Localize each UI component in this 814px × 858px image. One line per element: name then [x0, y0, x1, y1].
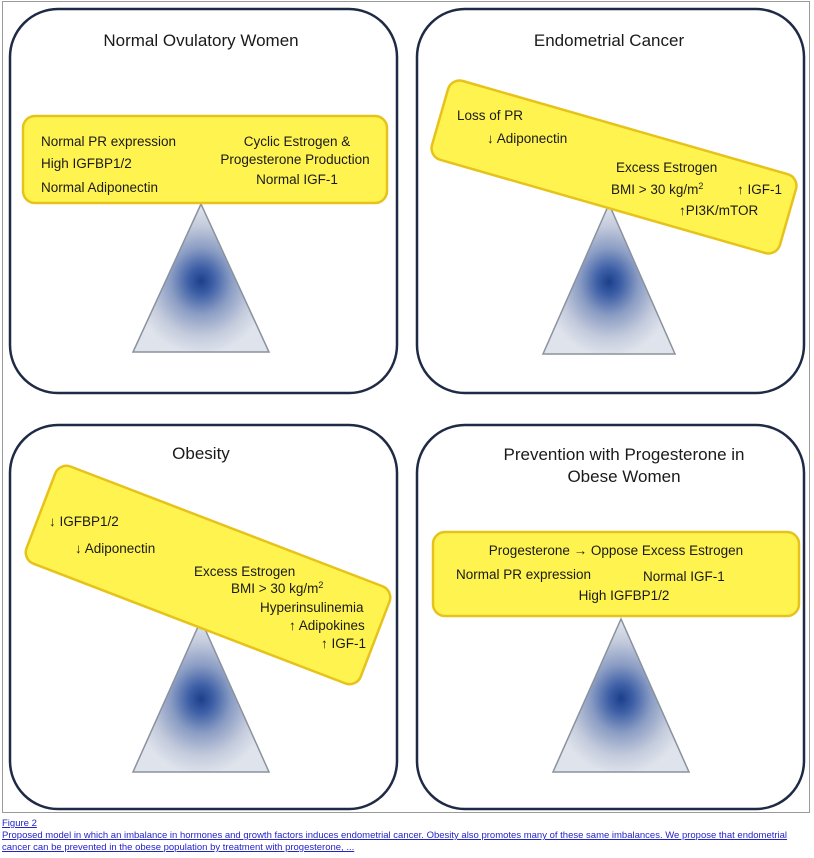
panel-obesity: Obesity ↓ IGFBP1/2 ↓ Adiponectin Excess …	[8, 423, 399, 811]
panel-title: Obesity	[172, 444, 230, 463]
tilted-balance-beam	[430, 79, 798, 255]
balance-beam	[21, 114, 389, 205]
beam-line-excess-estrogen: Excess Estrogen	[194, 564, 295, 579]
panel-title-line-2: Obese Women	[567, 467, 680, 486]
bmi-text: BMI > 30 kg/m	[611, 182, 698, 197]
beam-line-normal-pr: Normal PR expression	[456, 567, 591, 582]
beam-right-line-2: Progesterone Production	[220, 152, 369, 167]
fulcrum-triangle	[131, 202, 271, 353]
balance-beam	[431, 530, 801, 618]
panel-normal-ovulatory: Normal Ovulatory Women Normal PR express…	[8, 7, 399, 395]
beam-line-adiponectin: ↓ Adiponectin	[75, 541, 155, 556]
diagram: Normal Ovulatory Women Normal PR express…	[8, 7, 806, 811]
beam-left-line-3: Normal Adiponectin	[41, 180, 158, 195]
beam-line-adipokines: ↑ Adipokines	[289, 618, 365, 633]
fulcrum-triangle	[551, 617, 691, 773]
balance-beam	[24, 464, 392, 686]
figure-caption-link[interactable]: Proposed model in which an imbalance in …	[2, 830, 788, 853]
tilted-balance-beam	[24, 464, 392, 686]
bmi-text: BMI > 30 kg/m	[231, 581, 318, 596]
beam-line-loss-of-pr: Loss of PR	[457, 108, 523, 123]
figure-caption: Figure 2 Proposed model in which an imba…	[2, 818, 808, 854]
beam-right-line-1: Cyclic Estrogen &	[244, 134, 351, 149]
fulcrum-triangle	[131, 618, 271, 773]
fulcrum-triangle	[541, 202, 677, 355]
beam-line-high-igfbp: High IGFBP1/2	[579, 588, 670, 603]
beam-left-line-2: High IGFBP1/2	[41, 156, 132, 171]
balance-beam	[430, 79, 798, 255]
figure-frame: Normal Ovulatory Women Normal PR express…	[2, 1, 810, 813]
beam-line-excess-estrogen: Excess Estrogen	[616, 160, 717, 175]
panel-title-line-1: Prevention with Progesterone in	[504, 445, 745, 464]
beam-line-hyperinsulinemia: Hyperinsulinemia	[260, 600, 364, 615]
beam-line-igfbp: ↓ IGFBP1/2	[49, 514, 119, 529]
beam-line-adiponectin: ↓ Adiponectin	[487, 131, 567, 146]
beam-right-line-3: Normal IGF-1	[256, 172, 338, 187]
panel-prevention: Prevention with Progesterone in Obese Wo…	[415, 423, 806, 811]
beam-line-igf1: ↑ IGF-1	[321, 636, 366, 651]
bmi-superscript: 2	[698, 181, 703, 191]
beam-line-normal-igf1: Normal IGF-1	[643, 569, 725, 584]
beam-line-igf1: ↑ IGF-1	[737, 182, 782, 197]
figure-label-link[interactable]: Figure 2	[2, 818, 37, 829]
beam-line-pi3k: ↑PI3K/mTOR	[679, 203, 759, 218]
panel-title: Normal Ovulatory Women	[103, 31, 298, 50]
panel-endometrial-cancer: Endometrial Cancer Loss of PR ↓ Adiponec…	[415, 7, 806, 395]
beam-left-line-1: Normal PR expression	[41, 134, 176, 149]
beam-line-bmi: BMI > 30 kg/m2	[231, 580, 323, 596]
beam-line-bmi: BMI > 30 kg/m2	[611, 181, 703, 197]
bmi-superscript: 2	[318, 580, 323, 590]
panel-title: Endometrial Cancer	[534, 31, 685, 50]
beam-line-progesterone: Progesterone → Oppose Excess Estrogen	[489, 543, 743, 558]
